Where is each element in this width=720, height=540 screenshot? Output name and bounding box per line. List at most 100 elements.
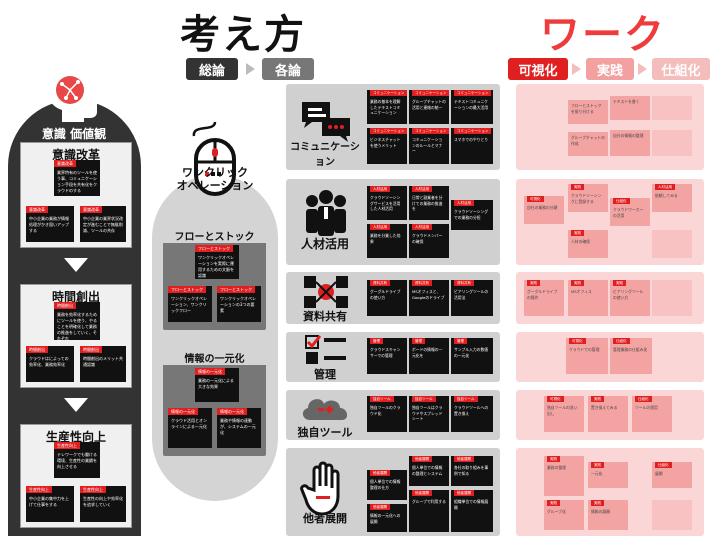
card-tag: 人材活用 [655,184,675,190]
card-tag: 実践 [613,280,626,286]
card-tag: 管理 [412,338,425,344]
card: 独自ツールクラウドツールへの置き換え [451,396,493,432]
work-card: 実践置き換えてみる [588,396,628,432]
work-card: 実践一元化 [588,462,628,488]
card-text: 業務を分業した効果 [370,233,401,244]
card-text: クラウドソーシングサービスを活用した人材活用 [370,195,401,211]
card-tag: 人材活用 [412,224,432,230]
work-card: 実践クラウドソーシングに登録する [568,184,608,212]
card-tag: 可視化 [547,396,564,402]
card: 人材活用日常と副業者を分けての業務の推進を [409,186,449,220]
card-tag: フローとストック [195,245,233,252]
one-click-label: ワンクリック オペレーション [168,166,262,192]
row-label: 独自ツール [297,426,353,439]
card-tag: 人材活用 [370,224,390,230]
card: 意識改革 中小企業の業界状況改定が進むことで無駄削減、ツールの共存 [80,206,126,242]
card-text: 業務や情報の連動が、システムの一元化 [220,418,256,435]
card-tag: 実践 [547,456,560,462]
card-tag: 実践 [591,462,604,468]
card-text: 独自ツールの洗い出し [547,405,578,416]
card-tag: 時間創出 [80,346,102,353]
card-text: 人材の確保 [571,239,590,244]
card-tag: 意識改革 [80,206,102,213]
work-card [652,230,692,258]
section-title: 生産性向上 [45,430,106,444]
row-label: 人材活用 [300,237,349,251]
card-text: 自分の情報の整理 [613,133,644,138]
work-card: フローとストックを振り分ける [568,100,608,124]
card-text: クラウド活用とオンラインによる一元化 [171,418,207,429]
work-card: 仕組化クラウドワーカーの活用 [610,198,650,226]
card: フローとストック ワンクリックオペレーションを実際に運用するための文脈を認識 [195,245,239,279]
work-title: ワーク [540,12,666,58]
card-text: 一元化 [591,471,603,476]
work-card: 実践業務の整理 [544,456,584,496]
card-tag: 意識改革 [26,206,48,213]
card: コミュニケーションスマホでのやりとり [451,128,493,164]
card-tag: 実践 [527,280,540,286]
card-text: ワンクリックオペレーションの3つの要素 [220,296,256,313]
panel-title: フローとストック [163,228,266,243]
people-icon [306,190,346,236]
panel-title: 情報の一元化 [163,350,266,365]
card: 他者展開各社の取り組みを事例で知る [451,456,493,486]
row-label: 他者展開 [303,512,347,525]
card-tag: 他者展開 [370,470,390,476]
card-text: クラウドでの管理 [569,347,600,352]
card-tag: 情報の一元化 [168,408,198,415]
row-label: コミュニケーション [290,142,360,168]
down-arrow-icon [64,398,88,412]
work-card: 仕組化ツールの運用 [632,396,672,432]
card-tag: 人材活用 [370,186,390,192]
card-tag: 生産性向上 [26,486,52,493]
card: 他者展開個人単位での情報の整理とシステム [409,456,449,486]
arrow-right-icon [638,63,647,75]
card-text: 独自ツールのクラウド化 [370,405,401,416]
card: 人材活用クラウドソーシングでの業務の分担 [451,200,493,230]
card-tag: 時間創出 [54,302,76,309]
page-title: 考え方 [180,12,306,58]
card: 時間創出 クラウドはによっての効率化、業務効率化 [26,346,74,382]
card-text: 情報の一元化への展開 [370,513,401,524]
card-text: 置き換えてみる [591,405,618,410]
card-tag: 実践 [571,184,584,190]
card-text: クラウドソーシングに登録する [571,193,602,204]
hand-icon [300,461,340,516]
card-tag: 情報の一元化 [195,368,225,375]
card-text: 生産性の向上や効率化を追求していく [83,496,123,507]
card: 資料共有ピアリングツールの活用法 [451,280,493,316]
card-tag: フローとストック [168,286,206,293]
card-text: クラウドソーシングでの業務の分担 [454,209,489,220]
brain-head-icon [47,69,102,122]
mouse-icon [192,121,236,196]
card-text: グループ化 [547,509,566,514]
card-text: 管理業務の仕組み化 [613,347,648,352]
pill-system: 仕組化 [652,58,710,80]
work-card [652,280,692,316]
work-card: 実践情報の展開 [588,500,628,530]
card: コミュニケーショングループチャットの活用と連絡の統一 [409,90,450,124]
card-tag: 他者展開 [412,490,432,496]
work-card [652,500,692,530]
card-text: 個人単位での情報整理の仕方 [370,479,401,490]
card-tag: 独自ツール [412,396,436,402]
card: 他者展開個人単位での情報整理の仕方 [367,470,407,500]
work-card: 実践グーグルドライブの操作 [524,280,564,316]
card-text: グーグルドライブの使い方 [370,289,401,300]
card-tag: 他者展開 [370,504,390,510]
card-tag: 仕組化 [613,338,630,344]
work-card: 実践人材の確保 [568,230,608,258]
row-label: 資料共有 [303,310,347,323]
card-text: 中小企業の業務が情報処理がかき固いアップする [29,216,69,233]
card-tag: 他者展開 [454,490,474,496]
card-text: クラウドメンバーの確保 [412,233,443,244]
card-tag: 時間創出 [26,346,48,353]
card: 時間創出 時間創出のメリット共通認識 [80,346,126,382]
card-text: 依頼してみる [655,193,678,198]
section-title: 意識改革 [51,148,100,162]
card-text: 時間創出のメリット共通認識 [83,356,123,367]
arrow-right-icon [572,63,581,75]
card-text: クラウドはによっての効率化、業務効率化 [29,356,69,367]
